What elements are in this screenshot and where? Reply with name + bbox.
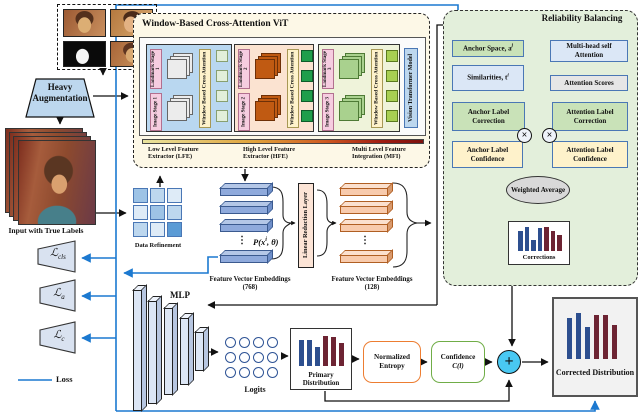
- primary-distribution-box: Primary Distribution: [290, 328, 352, 390]
- mlp-layer-bar: [148, 300, 157, 404]
- feature-map-stack: [167, 95, 194, 122]
- corrections-label: Corrections: [522, 253, 556, 261]
- token-square: [301, 70, 313, 82]
- feature-level-gradient-bar: [142, 139, 424, 144]
- feature-map-stack: [255, 95, 282, 122]
- legend-loss-label: Loss: [56, 374, 73, 384]
- ellipsis-768: ⋮: [237, 235, 247, 246]
- embedding-128-bar: [340, 187, 388, 196]
- mlp-layer-bar: [164, 307, 173, 395]
- vit-title: Window-Based Cross-Attention ViT: [142, 19, 289, 29]
- confidence-formula: C(l): [452, 362, 464, 370]
- image-stage-label: Image Stage 2: [238, 93, 250, 131]
- weighted-average-ellipse: Weighted Average: [506, 176, 570, 204]
- loss-a-label: ℒa: [53, 287, 65, 302]
- embedding-768-bar: [220, 205, 268, 214]
- token-square: [216, 110, 228, 122]
- primary-distribution-label: Primary Distribution: [302, 370, 340, 387]
- attention-label-correction-box: Attention Label Correction: [552, 102, 628, 131]
- anchor-space-box: Anchor Space, aj: [452, 40, 524, 57]
- linear-reduction-layer: Linear Reduction Layer: [298, 183, 314, 268]
- confidence-label: Confidence: [440, 352, 476, 361]
- multiply-operator-icon: ×: [542, 128, 557, 143]
- corrections-bars: [518, 227, 563, 251]
- image-stage-label: Image Stage 1: [150, 93, 162, 131]
- feature-map-stack: [339, 53, 366, 80]
- token-square: [386, 110, 398, 122]
- loss-cls-label: ℒcls: [50, 247, 66, 262]
- vision-transformer-model: Vision Transformer Model: [404, 48, 418, 128]
- normalized-entropy-box: Normalized Entropy: [363, 341, 421, 383]
- token-square: [216, 50, 228, 62]
- ellipsis-128: ⋮: [360, 235, 370, 246]
- add-operator-icon: +: [497, 350, 521, 374]
- corrected-distribution-box: Corrected Distribution: [552, 297, 638, 397]
- data-refinement-grid: [133, 188, 184, 239]
- feature-map-stack: [255, 53, 282, 80]
- landmark-stage-label: Landmark Stage 2: [238, 49, 250, 89]
- input-photo-front: [18, 140, 96, 225]
- data-refinement-label: Data Refinement: [134, 242, 182, 249]
- augmented-face-image: [63, 9, 106, 37]
- reliability-balancing-title: Reliability Balancing: [541, 13, 623, 23]
- mfi-label: Multi Level Feature Integration (MFI): [352, 146, 406, 161]
- landmark-stage-label: Landmark Stage 3: [322, 49, 334, 89]
- logits-nodes: [225, 337, 285, 381]
- window-cross-attention: Window Based Cross Attention: [287, 49, 299, 128]
- token-square: [301, 50, 313, 62]
- mlp-layer-bar: [195, 331, 204, 371]
- landmark-stage-label: Landmark Stage 1: [150, 49, 162, 89]
- corrected-distribution-label: Corrected Distribution: [555, 367, 635, 377]
- logits-label: Logits: [244, 385, 266, 394]
- primary-distribution-bars: [299, 336, 347, 366]
- embeddings-768-label: Feature Vector Embeddings (768): [209, 276, 291, 291]
- input-label: Input with True Labels: [8, 226, 84, 235]
- confidence-box: Confidence C(l): [431, 341, 485, 383]
- lfe-label: Low Level Feature Extractor (LFE): [148, 146, 199, 161]
- mlp-layer-bar: [180, 317, 189, 385]
- window-cross-attention: Window Based Cross Attention: [199, 49, 211, 128]
- corrections-box: Corrections: [508, 221, 570, 265]
- embedding-768-bar: [220, 223, 268, 232]
- hfe-stage: Landmark Stage 2 Image Stage 2 Window Ba…: [234, 44, 314, 132]
- token-square: [216, 90, 228, 102]
- multiply-operator-icon: ×: [517, 128, 532, 143]
- image-stage-label: Image Stage 3: [322, 93, 334, 131]
- similarities-box: Similarities, ti: [452, 65, 524, 91]
- normalized-entropy-label: Normalized Entropy: [374, 352, 410, 370]
- embedding-128-bar: [340, 223, 388, 232]
- mlp-label: MLP: [170, 290, 190, 300]
- anchor-label-confidence-box: Anchor Label Confidence: [452, 141, 523, 168]
- input-image-stack: [5, 128, 97, 226]
- token-square: [301, 90, 313, 102]
- feature-map-stack: [339, 95, 366, 122]
- token-square: [386, 70, 398, 82]
- multihead-attention-box: Multi-head self Attention: [550, 40, 628, 62]
- probability-formula: P(xi, θ): [253, 237, 279, 247]
- feature-map-stack: [167, 53, 194, 80]
- attention-scores-box: Attention Scores: [550, 75, 628, 91]
- embeddings-128-label: Feature Vector Embeddings (128): [331, 276, 413, 291]
- embedding-768-bar: [220, 254, 268, 263]
- token-square: [301, 110, 313, 122]
- mfi-stage: Landmark Stage 3 Image Stage 3 Window Ba…: [318, 44, 400, 132]
- corrected-distribution-bars: [567, 313, 627, 359]
- embedding-128-bar: [340, 205, 388, 214]
- embedding-768-bar: [220, 187, 268, 196]
- token-square: [386, 50, 398, 62]
- hfe-label: High Level Feature Extractor (HFE): [243, 146, 295, 161]
- token-square: [216, 70, 228, 82]
- lfe-stage: Landmark Stage 1 Image Stage 1 Window Ba…: [146, 44, 232, 132]
- heavy-augmentation-label: Heavy Augmentation: [32, 82, 88, 103]
- token-square: [386, 90, 398, 102]
- augmented-face-image-bw: [63, 41, 106, 67]
- window-cross-attention: Window Based Cross Attention: [371, 49, 383, 128]
- attention-label-confidence-box: Attention Label Confidence: [552, 141, 628, 168]
- loss-c-label: ℒc: [53, 329, 65, 344]
- anchor-label-correction-box: Anchor Label Correction: [452, 102, 525, 131]
- embedding-128-bar: [340, 254, 388, 263]
- mlp-layer-bar: [133, 289, 142, 411]
